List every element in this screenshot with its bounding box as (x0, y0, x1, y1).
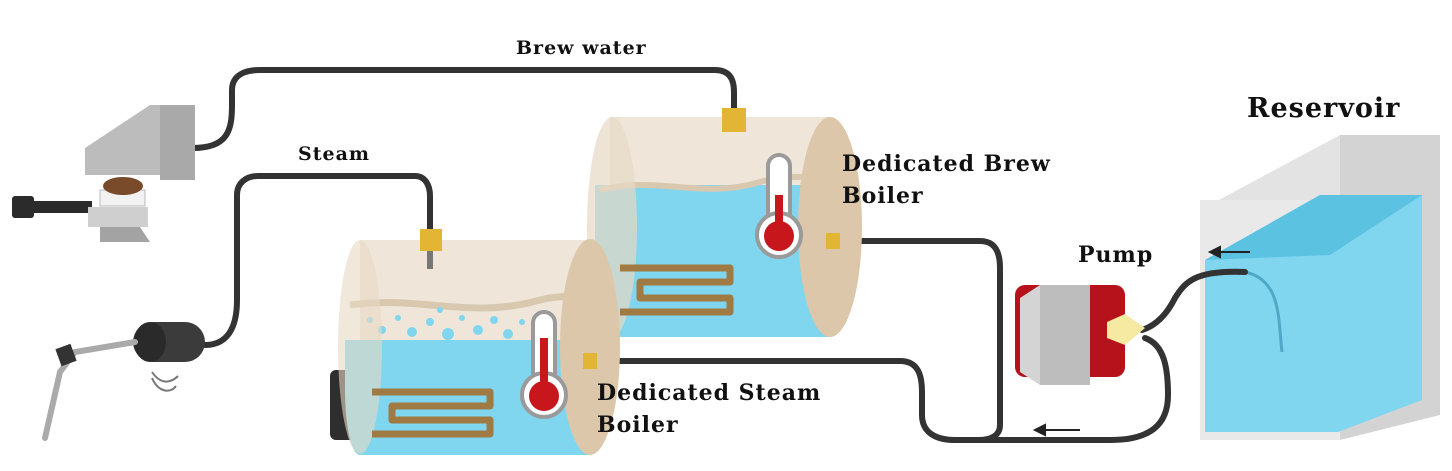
group-head-side (160, 105, 195, 180)
rotate-arrow-icon-2 (151, 377, 177, 392)
steam-boiler-right-cap (560, 239, 620, 455)
portafilter-spout (100, 227, 150, 242)
steam-thermometer-mercury (540, 338, 548, 396)
steam-boiler-label-line-1: Dedicated Steam (597, 380, 822, 406)
coffee-grounds (103, 177, 143, 195)
steam-boiler-side-fitting (583, 353, 597, 369)
pipes (190, 67, 1248, 443)
portafilter-icon (12, 177, 150, 242)
steam-boiler-label: Dedicated Steam Boiler (597, 377, 821, 441)
pump-body (1040, 285, 1090, 385)
brew-boiler (587, 108, 862, 337)
steam-boiler-top-stem (427, 251, 433, 269)
steam-wand-joint (55, 343, 77, 367)
portafilter-handle (30, 201, 92, 213)
rotate-arrow-icon (151, 371, 179, 383)
reservoir-label: Reservoir (1247, 93, 1401, 124)
brew-boiler-label: Dedicated Brew Boiler (842, 148, 1051, 212)
brew-thermometer-bulb (764, 221, 794, 251)
brew-thermometer-mercury (775, 195, 783, 235)
steam-boiler-left-cap (338, 240, 382, 454)
steam-thermometer-bulb (529, 381, 559, 411)
steam-label: Steam (298, 143, 371, 165)
brew-boiler-label-line-2: Boiler (842, 183, 924, 209)
thermometer-icon (755, 153, 803, 259)
heater-coil-icon-2 (372, 388, 494, 438)
heater-coil-icon (620, 264, 734, 316)
reservoir-water-surface (1205, 195, 1422, 260)
pump-nozzle (1107, 314, 1145, 345)
flow-arrow-icon (1032, 245, 1250, 437)
pump-icon (1015, 285, 1145, 385)
pump-outlet-pipe (992, 335, 1171, 443)
steam-boiler-label-line-2: Boiler (597, 412, 679, 438)
pump-label: Pump (1078, 242, 1154, 268)
group-head-icon (85, 105, 195, 180)
steam-valve-knob-face (134, 322, 166, 362)
brew-water-pipe (190, 67, 737, 258)
brew-boiler-right-cap (798, 117, 862, 337)
steam-pipe (202, 173, 433, 348)
steam-boiler-water (345, 340, 590, 455)
reservoir (1200, 135, 1440, 440)
portafilter-handle-end (12, 196, 34, 218)
reservoir-intake-tube (1244, 270, 1284, 353)
steam-boiler-feed-pipe (592, 358, 1003, 443)
brew-water-label: Brew water (516, 37, 647, 59)
brew-boiler-top-fitting (722, 108, 746, 132)
steam-boiler-top-fitting (420, 229, 442, 251)
portafilter-basket (88, 207, 148, 227)
reservoir-to-pump-pipe (1139, 268, 1248, 333)
pump-body-side (1020, 285, 1040, 385)
brew-boiler-side-fitting (826, 233, 840, 249)
steam-boiler (330, 229, 620, 455)
steam-wand-icon (42, 322, 205, 441)
brew-boiler-label-line-1: Dedicated Brew (842, 151, 1051, 177)
thermometer-icon-2 (520, 310, 568, 419)
